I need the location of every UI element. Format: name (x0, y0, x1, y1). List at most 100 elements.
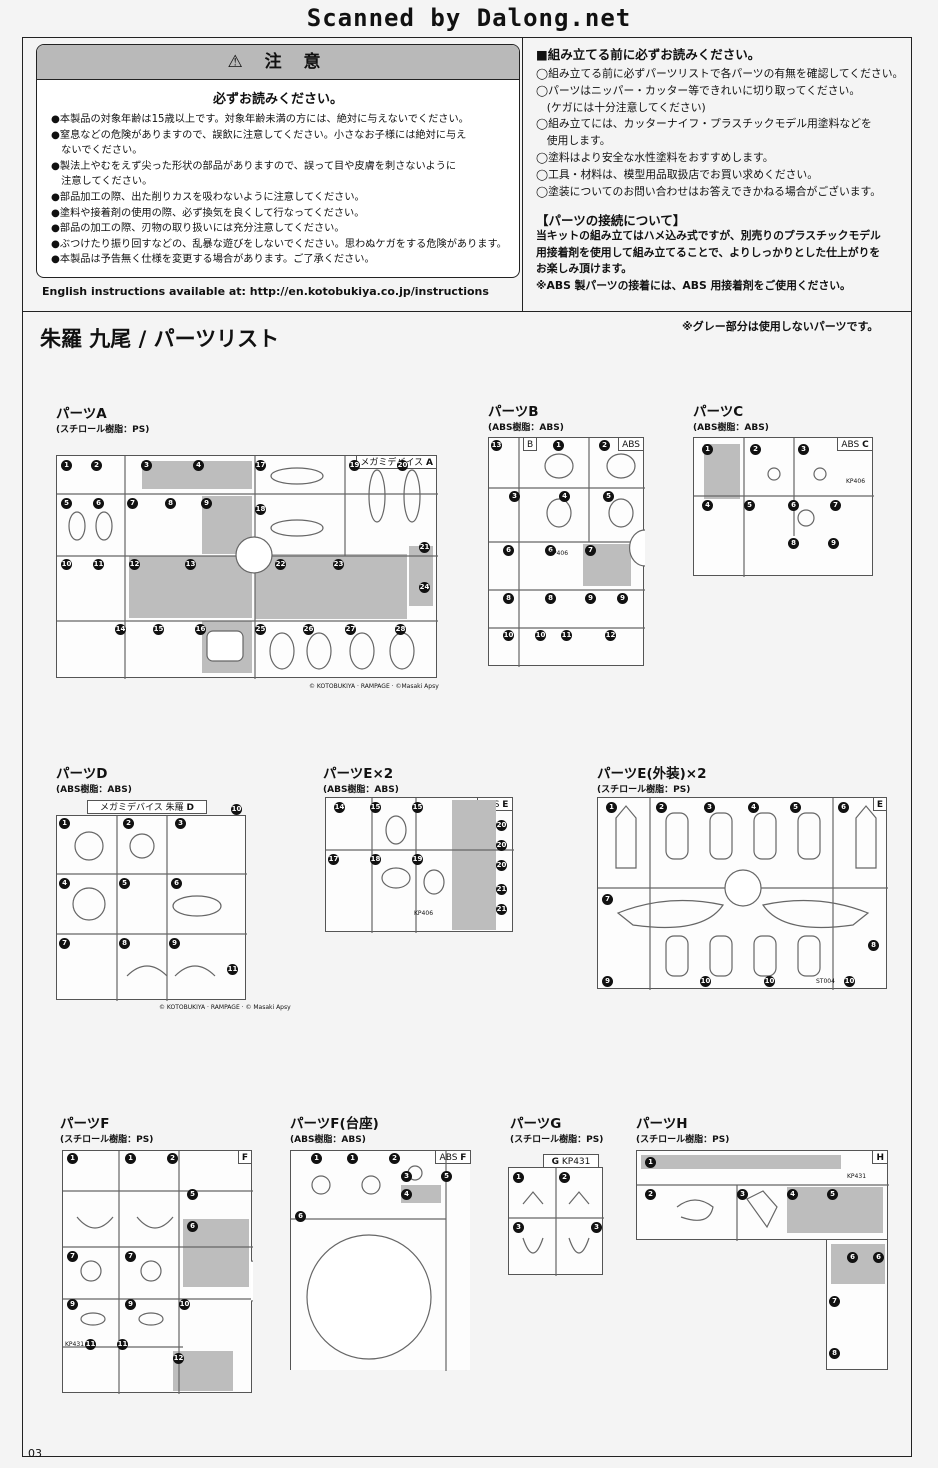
english-instructions-link[interactable]: English instructions available at: http:… (42, 285, 489, 298)
part-number-marker: 10 (503, 630, 514, 641)
before-line: 使用します。 (536, 134, 611, 148)
part-number-marker: 9 (67, 1299, 78, 1310)
part-number-marker: 1 (67, 1153, 78, 1164)
runner-code: KP431 (847, 1173, 867, 1180)
parts-list-title: 朱羅 九尾 / パーツリスト (40, 327, 280, 351)
runner-material: (ABS樹脂：ABS) (323, 785, 399, 795)
before-assembly-title: ■組み立てる前に必ずお読みください。 (536, 47, 761, 62)
part-number-marker: 6 (788, 500, 799, 511)
part-number-marker: 7 (125, 1251, 136, 1262)
part-number-marker: 4 (559, 491, 570, 502)
connection-title: 【パーツの接続について】 (536, 213, 686, 228)
part-number-marker: 2 (91, 460, 102, 471)
runner-letter: C (862, 440, 869, 450)
connection-line: お楽しみ頂けます。 (536, 262, 633, 275)
part-number-marker: 9 (201, 498, 212, 509)
runner-code: KP406 (549, 550, 569, 557)
part-number-marker: 10 (764, 976, 775, 987)
runner-c-sprue (694, 438, 874, 577)
runner-material: (スチロール樹脂：PS) (60, 1135, 154, 1145)
runner-title: パーツF (60, 1116, 110, 1132)
part-number-marker: 1 (513, 1172, 524, 1183)
runner-tag: ABS F (435, 1150, 471, 1164)
before-line: ◯組み立てる前に必ずパーツリストで各パーツの有無を確認してください。 (536, 67, 904, 80)
runner-tag: G KP431 (543, 1154, 599, 1168)
part-number-marker: 2 (389, 1153, 400, 1164)
part-number-marker: 12 (173, 1353, 184, 1364)
part-number-marker: 1 (347, 1153, 358, 1164)
runner-maker-label: メガミデバイス (360, 458, 424, 468)
caution-title: 注 意 (264, 52, 329, 72)
part-number-marker: 25 (255, 624, 266, 635)
part-number-marker: 21 (496, 904, 507, 915)
runner-letter: D (186, 803, 194, 813)
part-number-marker: 18 (255, 504, 266, 515)
part-number-marker: 5 (119, 878, 130, 889)
runner-maker-label: メガミデバイス 朱羅 (100, 803, 184, 813)
part-number-marker: 11 (93, 559, 104, 570)
part-number-marker: 14 (334, 802, 345, 813)
runner-e-armor-label: パーツE(外装)×2 (スチロール樹脂：PS) (597, 762, 707, 795)
part-number-marker: 8 (165, 498, 176, 509)
runner-tag: ABS (618, 437, 644, 451)
runner-title: パーツE×2 (323, 766, 394, 782)
part-number-marker: 15 (412, 802, 423, 813)
part-number-marker: 24 (419, 582, 430, 593)
part-number-marker: 7 (602, 894, 613, 905)
gray-parts-note: ※グレー部分は使用しないパーツです。 (682, 320, 879, 333)
part-number-marker: 5 (827, 1189, 838, 1200)
part-number-marker: 3 (591, 1222, 602, 1233)
part-number-marker: 7 (127, 498, 138, 509)
runner-letter: F (241, 1153, 248, 1163)
runner-material: (スチロール樹脂：PS) (597, 785, 691, 795)
caution-line: ●塗料や接着剤の使用の際、必ず換気を良くして行なってください。 (51, 207, 365, 219)
runner-material: (ABS樹脂：ABS) (56, 785, 132, 795)
runner-title: パーツG (510, 1116, 562, 1132)
runner-letter: A (426, 458, 433, 468)
runner-letter-tag: B (523, 437, 538, 451)
part-number-marker: 17 (328, 854, 339, 865)
runner-h-label: パーツH (スチロール樹脂：PS) (636, 1112, 729, 1145)
runner-f-base-label: パーツF(台座) (ABS樹脂：ABS) (290, 1112, 379, 1145)
part-number-marker: 6 (503, 545, 514, 556)
part-number-marker: 18 (370, 854, 381, 865)
part-number-marker: 13 (185, 559, 196, 570)
part-number-marker: 26 (303, 624, 314, 635)
unused-part-area (452, 800, 496, 930)
caution-subtitle: 必ずお読みください。 (212, 92, 343, 107)
caution-line: ●部品加工の際、出た削りカスを吸わないように注意してください。 (51, 191, 365, 203)
part-number-marker: 28 (395, 624, 406, 635)
caution-line: ●ぶつけたり振り回すなどの、乱暴な遊びをしないでください。思わぬケガをする危険が… (51, 238, 507, 250)
runner-tag: E (872, 797, 887, 811)
runner-material: (スチロール樹脂：PS) (510, 1135, 604, 1145)
part-number-marker: 2 (167, 1153, 178, 1164)
part-number-marker: 5 (744, 500, 755, 511)
part-number-marker: 1 (59, 818, 70, 829)
caution-box: ⚠ 注 意 必ずお読みください。 ●本製品の対象年齢は15歳以上です。対象年齢未… (36, 44, 520, 278)
runner-material: (ABS樹脂：ABS) (290, 1135, 366, 1145)
before-line: ◯塗料はより安全な水性塗料をおすすめします。 (536, 150, 774, 164)
runner-maker-label: ABS (439, 1153, 458, 1163)
caution-line: ●窒息などの危険がありますので、誤飲に注意してください。小さなお子様には絶対に与… (51, 129, 467, 141)
runner-copyright: © KOTOBUKIYA · RAMPAGE · ©Masaki Apsy (309, 683, 439, 690)
part-number-marker: 1 (702, 444, 713, 455)
part-number-marker: 7 (59, 938, 70, 949)
caution-line: ●本製品の対象年齢は15歳以上です。対象年齢未満の方には、絶対に与えないでくださ… (51, 114, 469, 125)
caution-line: ないでください。 (51, 145, 143, 157)
part-number-marker: 27 (345, 624, 356, 635)
runner-tag: ABS C (837, 437, 873, 451)
part-number-marker: 3 (141, 460, 152, 471)
part-number-marker: 21 (496, 884, 507, 895)
part-number-marker: 22 (275, 559, 286, 570)
part-number-marker: 6 (545, 545, 556, 556)
runner-maker-label: ABS (622, 440, 640, 450)
runner-title: パーツA (56, 406, 107, 422)
part-number-marker: 10 (231, 804, 242, 815)
part-number-marker: 21 (419, 542, 430, 553)
runner-g-label: パーツG (スチロール樹脂：PS) (510, 1112, 603, 1145)
